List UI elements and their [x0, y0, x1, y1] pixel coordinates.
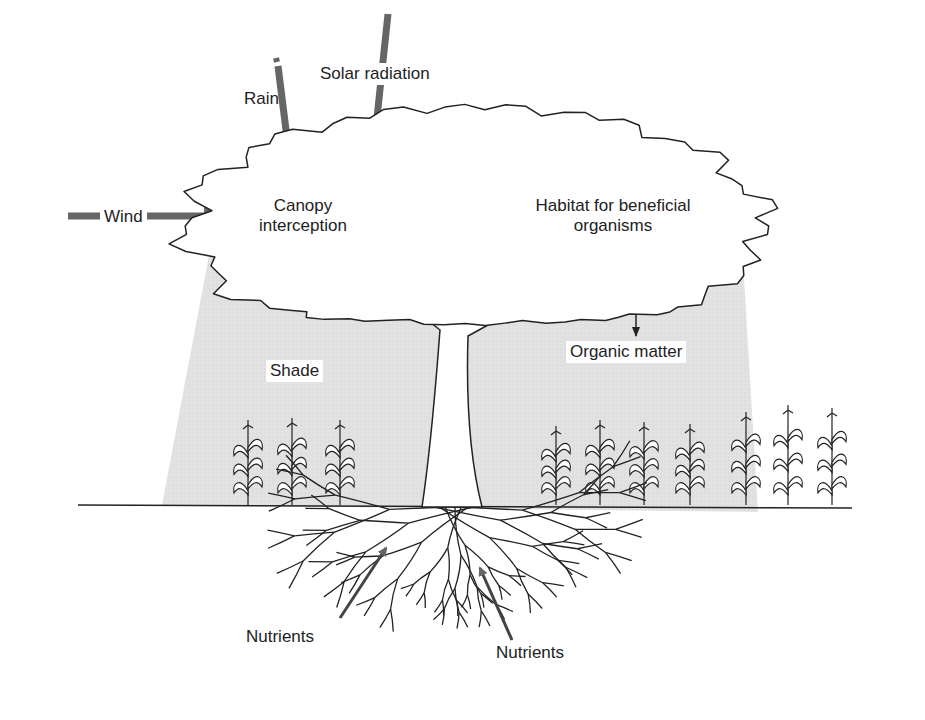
tree-canopy: Canopy interception Habitat for beneficia…	[195, 110, 755, 342]
organic-matter-label: Organic matter	[566, 341, 686, 363]
nutrients-label: Nutrients	[242, 626, 318, 648]
canopy-text: Habitat for beneficial organisms	[498, 196, 728, 237]
corn-plants	[234, 405, 847, 505]
canopy-text: Canopy interception	[228, 196, 378, 237]
wind-label: Wind	[100, 206, 147, 228]
nutrients-label: Nutrients	[492, 642, 568, 664]
shade-label: Shade	[266, 360, 323, 382]
rain-label: Rain	[240, 88, 283, 110]
radiation-label: Solar radiation	[316, 63, 434, 85]
nutrient-arrows	[340, 548, 512, 640]
